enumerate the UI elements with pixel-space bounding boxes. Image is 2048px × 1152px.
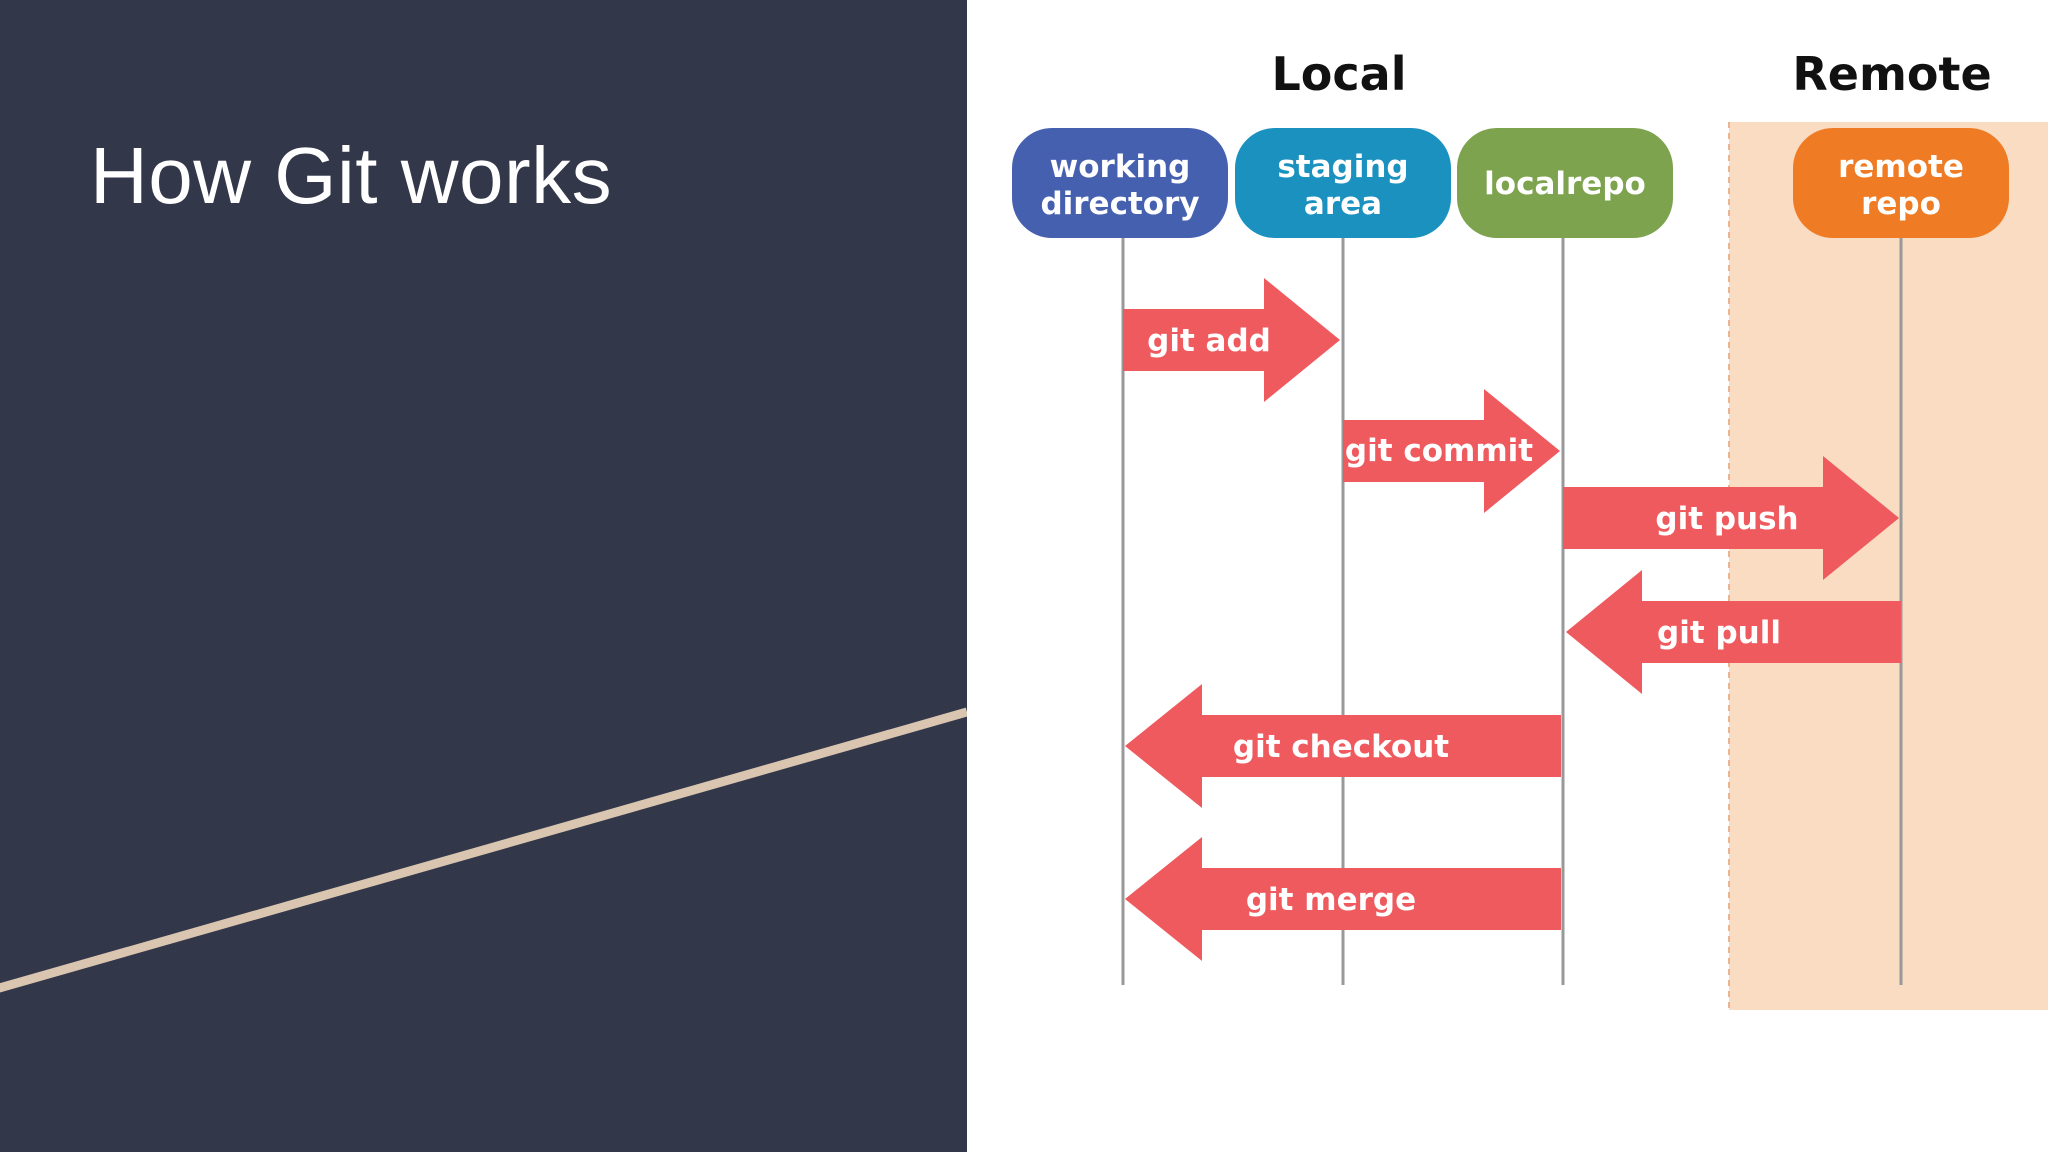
arrow-git-add-label: git add [1147, 323, 1271, 359]
local-group-heading: Local [1272, 47, 1407, 101]
node-working-directory: working directory [1012, 128, 1228, 238]
arrow-git-add: git add [1123, 278, 1340, 402]
node-remote-repo-line2: repo [1861, 186, 1941, 222]
remote-group-heading: Remote [1792, 47, 1991, 101]
arrow-git-push-label: git push [1655, 501, 1798, 537]
remote-zone [1729, 122, 2048, 1010]
arrow-git-push: git push [1563, 456, 1899, 580]
git-workflow-diagram: Local Remote working directory staging a… [967, 0, 2048, 1152]
node-staging-area-line1: staging [1277, 149, 1408, 185]
node-remote-repo-line1: remote [1838, 149, 1964, 185]
decorative-accent-line [0, 707, 967, 993]
arrow-git-pull-label: git pull [1657, 615, 1781, 651]
arrow-git-checkout: git checkout [1125, 684, 1561, 808]
title-panel: How Git works [0, 0, 967, 1152]
slide-title: How Git works [90, 131, 613, 220]
arrow-git-merge-label: git merge [1246, 882, 1416, 918]
arrow-git-checkout-label: git checkout [1233, 729, 1449, 765]
node-localrepo-label: localrepo [1484, 166, 1646, 202]
arrow-git-pull: git pull [1566, 570, 1901, 694]
node-working-directory-line1: working [1050, 149, 1191, 185]
arrow-git-commit-label: git commit [1345, 433, 1533, 469]
node-working-directory-line2: directory [1040, 186, 1199, 222]
node-localrepo: localrepo [1457, 128, 1673, 238]
arrow-git-merge: git merge [1125, 837, 1561, 961]
node-staging-area: staging area [1235, 128, 1451, 238]
node-staging-area-line2: area [1304, 186, 1382, 222]
node-remote-repo: remote repo [1793, 128, 2009, 238]
arrow-git-commit: git commit [1343, 389, 1560, 513]
diagram-canvas: Local Remote working directory staging a… [1012, 47, 2048, 1010]
